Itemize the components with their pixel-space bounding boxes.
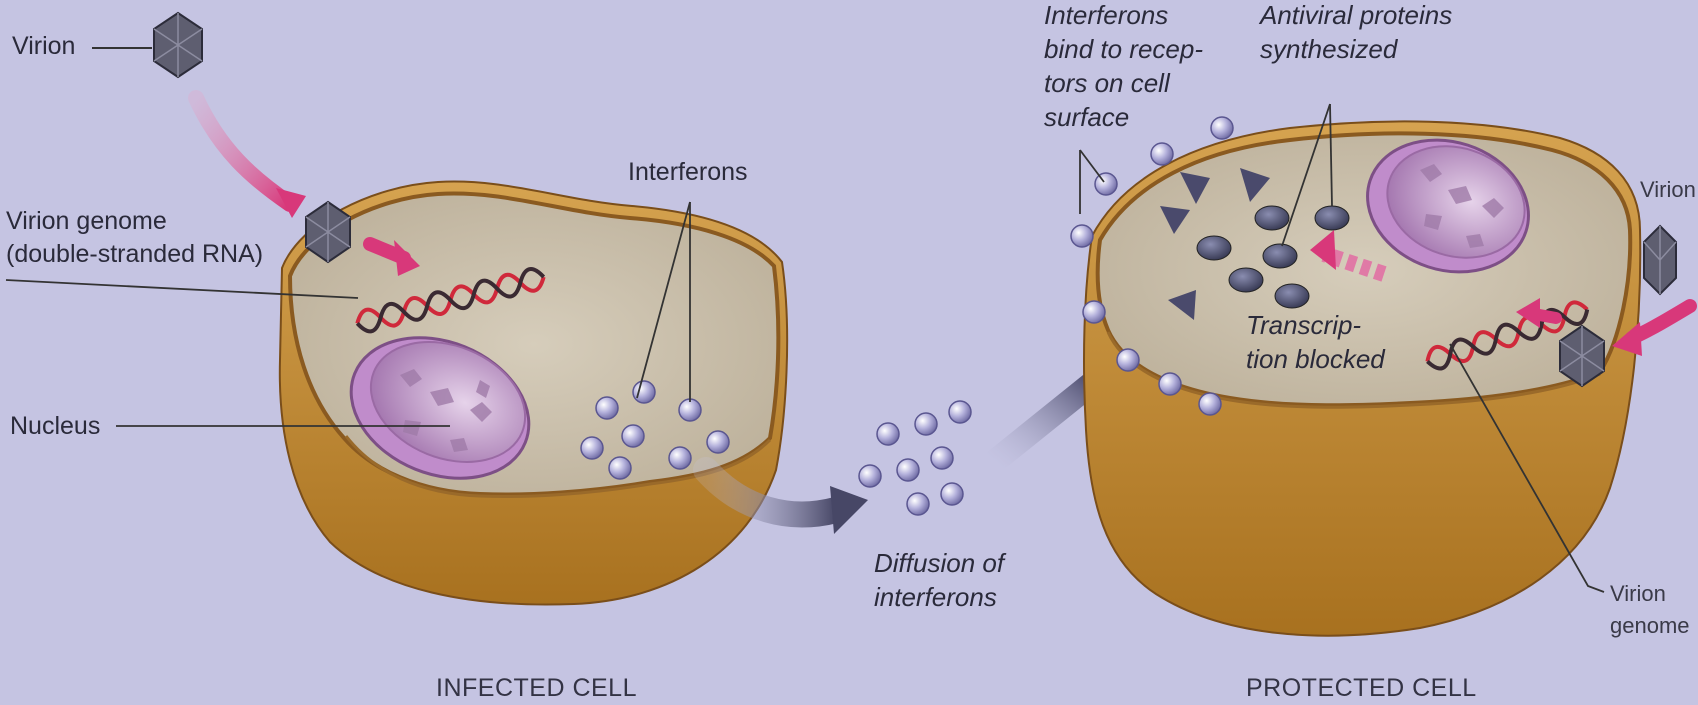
- virion-genome-right-line2: genome: [1610, 606, 1690, 646]
- virion-genome-label-line1: Virion genome: [6, 205, 263, 238]
- protected-cell: [1071, 117, 1640, 636]
- bind-label-line4: surface: [1044, 100, 1203, 134]
- interferons-label-left: Interferons: [628, 156, 748, 189]
- virion-label-right: Virion: [1640, 170, 1696, 210]
- virion-attack-arrow-right: [1632, 306, 1690, 338]
- diffusion-label: Diffusion of interferons: [874, 546, 1004, 614]
- virion-genome-label-line2: (double-stranded RNA): [6, 238, 263, 271]
- antiviral-proteins-label: Antiviral proteins synthesized: [1260, 0, 1452, 66]
- transcription-blocked-label: Transcrip- tion blocked: [1246, 308, 1385, 376]
- virion-label-left: Virion: [12, 30, 75, 63]
- diffusion-label-line2: interferons: [874, 580, 1004, 614]
- protected-cell-caption: PROTECTED CELL: [1246, 672, 1477, 705]
- diffusing-interferons: [859, 401, 971, 515]
- transcription-label-line2: tion blocked: [1246, 342, 1385, 376]
- infected-cell: [280, 182, 787, 605]
- virion-genome-label-right: Virion genome: [1610, 574, 1690, 654]
- virion-right: [1644, 226, 1676, 294]
- antiviral-label-line2: synthesized: [1260, 32, 1452, 66]
- infected-cell-caption: INFECTED CELL: [436, 672, 637, 705]
- nucleus-label: Nucleus: [10, 410, 100, 443]
- diffusion-label-line1: Diffusion of: [874, 546, 1004, 580]
- virion-genome-label: Virion genome (double-stranded RNA): [6, 205, 263, 271]
- transcription-label-line1: Transcrip-: [1246, 308, 1385, 342]
- antiviral-label-line1: Antiviral proteins: [1260, 0, 1452, 32]
- infected-cytoplasm: [290, 194, 778, 495]
- bind-receptors-label: Interferons bind to recep- tors on cell …: [1044, 0, 1203, 134]
- virion-top-left: [154, 13, 202, 77]
- virion-infection-arrow: [196, 98, 290, 204]
- bind-label-line2: bind to recep-: [1044, 32, 1203, 66]
- diffusion-arrow-in: [994, 380, 1096, 462]
- bind-label-line3: tors on cell: [1044, 66, 1203, 100]
- bind-label-line1: Interferons: [1044, 0, 1203, 32]
